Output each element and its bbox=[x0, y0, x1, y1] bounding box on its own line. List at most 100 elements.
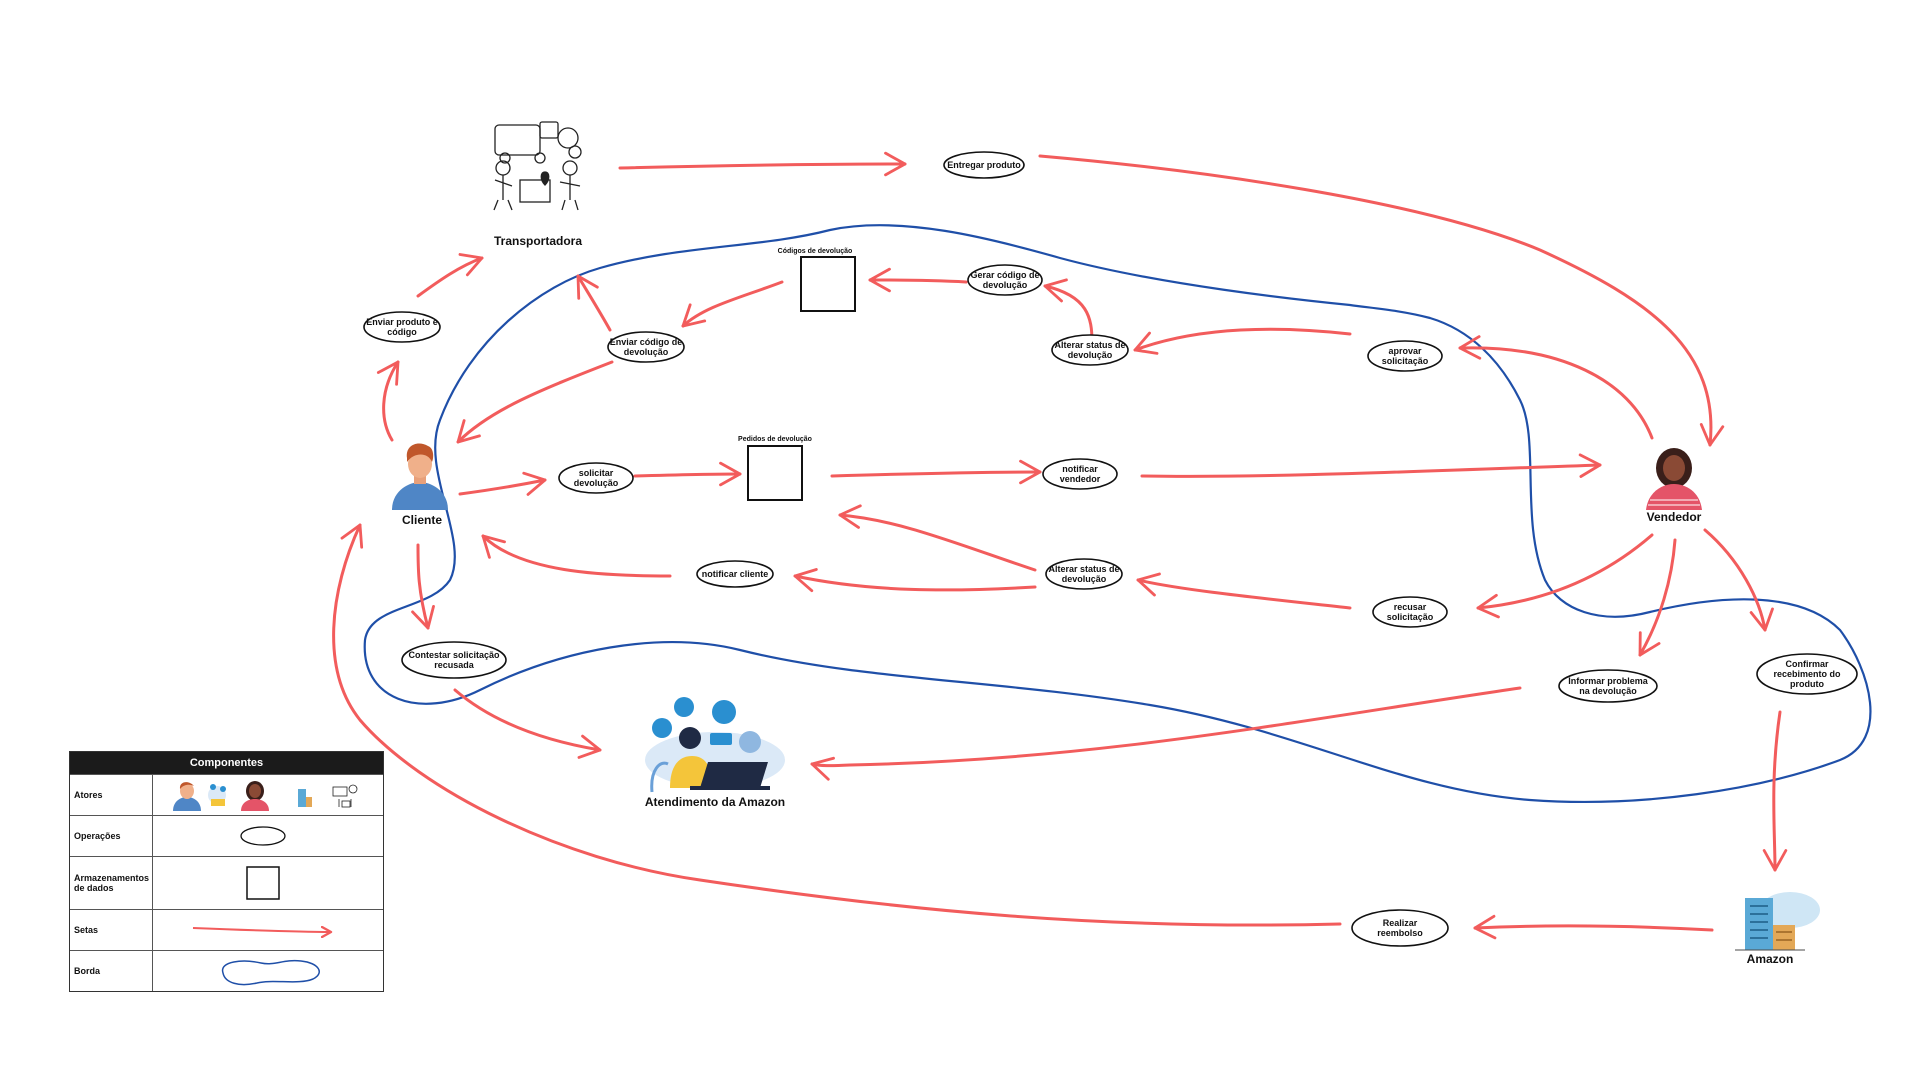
operation-ellipse bbox=[967, 264, 1043, 296]
arrow-gerar-codigos bbox=[868, 267, 968, 293]
legend-border-shape bbox=[221, 959, 320, 986]
legend-label-armazenamentos: Armazenamentos de dados bbox=[70, 857, 153, 909]
operation-ellipse bbox=[1756, 653, 1858, 695]
legend-arrow-shape bbox=[192, 910, 381, 950]
data-flows bbox=[332, 151, 1788, 940]
operation-label: Enviar código de bbox=[610, 337, 683, 347]
operation-label: devolução bbox=[624, 347, 669, 357]
operation-label: reembolso bbox=[1377, 928, 1423, 938]
support-agent-icon bbox=[645, 697, 785, 793]
system-border bbox=[363, 224, 1872, 803]
operation-label: Enviar produto e bbox=[366, 317, 438, 327]
operation-label: Confirmar bbox=[1785, 659, 1829, 669]
operation-ellipse bbox=[1042, 458, 1118, 490]
arrow-transportadora-entregar bbox=[618, 151, 907, 177]
legend-label-borda: Borda bbox=[70, 951, 153, 991]
arrow-notificar-vendedor-vendedor bbox=[1140, 453, 1602, 478]
actor-label-amazon: Amazon bbox=[1747, 952, 1794, 966]
operation-label: solicitação bbox=[1387, 612, 1434, 622]
operation-label: aprovar bbox=[1388, 346, 1422, 356]
operation-label: recusada bbox=[434, 660, 475, 670]
arrow-alterar-pedidos bbox=[838, 504, 1037, 572]
arrow-amazon-reembolso bbox=[1473, 914, 1714, 940]
delivery-illustration-icon bbox=[332, 784, 358, 808]
actor-amazon: Amazon bbox=[1735, 892, 1820, 966]
legend-label-operacoes: Operações bbox=[70, 816, 153, 856]
svg-text:Códigos de devolução: Códigos de devolução bbox=[778, 248, 853, 255]
operation-label: recusar bbox=[1394, 602, 1427, 612]
operation-ellipse bbox=[696, 560, 774, 588]
operation-notificar-cliente: notificar cliente bbox=[696, 560, 774, 588]
operation-entregar: Entregar produto bbox=[943, 151, 1025, 179]
operation-ellipse bbox=[1045, 558, 1123, 590]
arrow-solicitar-pedidos bbox=[633, 461, 742, 487]
arrow-vendedor-recusar bbox=[1476, 533, 1654, 619]
operation-label: recebimento do bbox=[1773, 669, 1841, 679]
operation-label: Alterar status de bbox=[1048, 564, 1119, 574]
actor-label-cliente: Cliente bbox=[402, 513, 442, 527]
arrow-cliente-contestar bbox=[411, 543, 435, 630]
operation-label: devolução bbox=[1062, 574, 1107, 584]
arrow-vendedor-confirmar bbox=[1703, 528, 1774, 632]
legend-row-atores: Atores bbox=[70, 774, 383, 815]
person-woman-icon bbox=[1646, 448, 1702, 510]
actor-label-atendimento: Atendimento da Amazon bbox=[645, 795, 785, 809]
operation-ellipse bbox=[1558, 669, 1658, 703]
operation-label: Entregar produto bbox=[947, 160, 1021, 170]
operation-label: devolução bbox=[983, 280, 1028, 290]
legend-row-borda: Borda bbox=[70, 950, 383, 991]
actor-label-vendedor: Vendedor bbox=[1647, 510, 1702, 524]
store-pedidos: Pedidos de devolução bbox=[738, 436, 812, 501]
operation-label: Alterar status de bbox=[1054, 340, 1125, 350]
arrow-recusar-alterar bbox=[1136, 572, 1352, 610]
svg-text:Pedidos de devolução: Pedidos de devolução bbox=[738, 436, 812, 443]
operation-ellipse bbox=[1351, 909, 1449, 947]
actor-label-transportadora: Transportadora bbox=[494, 234, 582, 248]
actor-vendedor: Vendedor bbox=[1646, 448, 1702, 524]
operation-ellipse bbox=[558, 462, 634, 494]
arrow-contestar-atendimento bbox=[453, 688, 602, 759]
legend-row-operacoes: Operações bbox=[70, 815, 383, 856]
arrow-confirmar-amazon bbox=[1762, 710, 1788, 872]
legend-operation-shape bbox=[240, 826, 286, 846]
arrow-vendedor-aprovar bbox=[1458, 335, 1654, 440]
operation-label: notificar cliente bbox=[702, 569, 769, 579]
operation-label: devolução bbox=[574, 478, 619, 488]
person-woman-icon bbox=[241, 781, 269, 811]
operation-ellipse bbox=[1051, 334, 1129, 366]
legend-store-shape bbox=[246, 866, 280, 900]
operation-label: vendedor bbox=[1060, 474, 1101, 484]
operation-label: Informar problema bbox=[1568, 676, 1649, 686]
operation-label: produto bbox=[1790, 679, 1824, 689]
arrow-codigos-enviar-codigo bbox=[681, 280, 784, 328]
office-building-icon bbox=[298, 789, 312, 807]
legend-row-setas: Setas bbox=[70, 909, 383, 950]
arrow-notificar-cliente-cliente bbox=[481, 534, 672, 578]
arrow-enviar-codigo-transportadora bbox=[576, 274, 612, 332]
arrow-entregar-vendedor bbox=[1038, 154, 1725, 447]
operation-label: Contestar solicitação bbox=[408, 650, 500, 660]
operation-ellipse bbox=[401, 641, 507, 679]
delivery-illustration-icon bbox=[493, 121, 582, 211]
office-building-icon bbox=[1735, 892, 1820, 951]
arrow-aprovar-alterar bbox=[1133, 327, 1352, 355]
operation-ellipse bbox=[943, 151, 1025, 179]
arrow-alterar-gerar bbox=[1043, 278, 1094, 344]
legend-title: Componentes bbox=[70, 752, 383, 774]
legend-actor-icons bbox=[173, 781, 358, 811]
person-man-icon bbox=[173, 782, 201, 811]
arrow-alterar-notificar-cliente bbox=[793, 568, 1037, 593]
actor-atendimento: Atendimento da Amazon bbox=[645, 697, 785, 809]
